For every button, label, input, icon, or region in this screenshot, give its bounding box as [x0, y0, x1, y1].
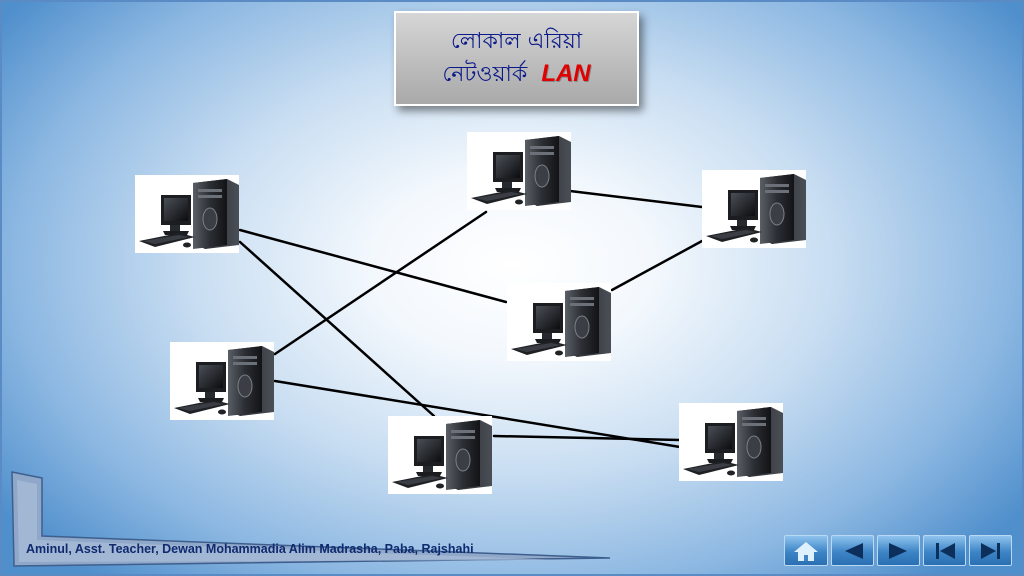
computer-node-7: [679, 403, 783, 481]
title-line-1: লোকাল এরিয়া: [450, 29, 583, 54]
link-c: [273, 210, 488, 356]
first-slide-icon: [935, 542, 955, 559]
computer-node-3: [702, 170, 806, 248]
link-a: [238, 228, 508, 304]
previous-button[interactable]: [831, 535, 874, 566]
home-icon: [794, 541, 818, 561]
computer-node-6: [388, 416, 492, 494]
link-b: [238, 240, 436, 418]
slide-navigation: [784, 535, 1012, 566]
computer-node-5: [170, 342, 274, 420]
link-g: [492, 434, 682, 442]
link-e: [568, 189, 704, 209]
next-icon: [888, 542, 907, 559]
title-line-2: নেটওয়ার্ক LAN: [442, 58, 590, 91]
computer-node-1: [135, 175, 239, 253]
link-d: [273, 379, 682, 449]
next-button[interactable]: [877, 535, 920, 566]
first-slide-button[interactable]: [923, 535, 966, 566]
link-f: [610, 239, 704, 292]
last-slide-button[interactable]: [969, 535, 1012, 566]
title-network-word: নেটওয়ার্ক: [442, 62, 528, 87]
computer-node-2: [467, 132, 571, 210]
footer-credit: Aminul, Asst. Teacher, Dewan Mohammadia …: [26, 542, 474, 556]
previous-icon: [844, 542, 863, 559]
last-slide-icon: [980, 542, 1000, 559]
title-lan-highlight: LAN: [541, 60, 591, 87]
slide-title-box: লোকাল এরিয়া নেটওয়ার্ক LAN: [394, 11, 639, 106]
computer-node-4: [507, 283, 611, 361]
home-button[interactable]: [784, 535, 828, 566]
